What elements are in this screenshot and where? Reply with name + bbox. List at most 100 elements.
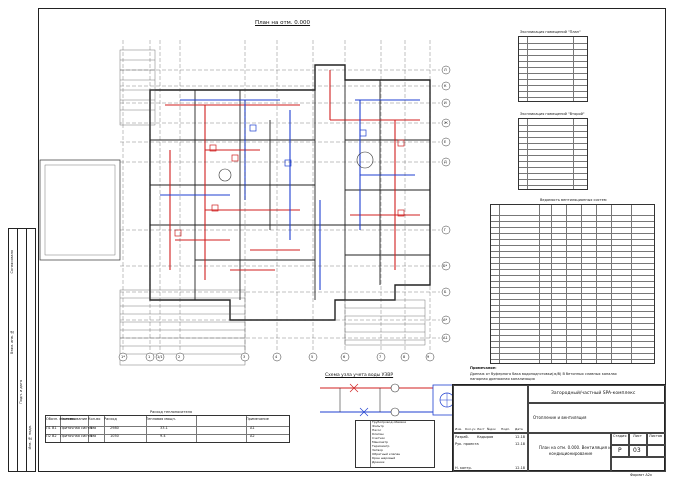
axis-label: Ж bbox=[444, 121, 448, 125]
axis-label: 2 bbox=[178, 355, 181, 359]
side-strip bbox=[8, 228, 36, 472]
stamp-col-label: Дата bbox=[515, 427, 523, 431]
stamp-role: Разраб. bbox=[455, 435, 469, 439]
stamp-section: Отопление и вентиляция bbox=[533, 415, 587, 420]
notes-line-1: Дренаж от буферного бака водоподготовки(… bbox=[470, 372, 617, 376]
bottom-table-cell: Приточная система bbox=[60, 434, 97, 438]
axis-label: 8 bbox=[403, 355, 406, 359]
pool-outline bbox=[39, 159, 121, 261]
axis-label: 4 bbox=[275, 355, 278, 359]
axis-label: А1 bbox=[443, 336, 448, 340]
bottom-table-cell: 1 bbox=[90, 426, 93, 430]
axis-label: Е bbox=[444, 140, 447, 144]
stamp-col-label: Лист bbox=[477, 427, 485, 431]
axis-label: К bbox=[444, 84, 447, 88]
axis-label: 6 bbox=[343, 355, 346, 359]
axis-label: 5 bbox=[311, 355, 314, 359]
meter-scheme bbox=[320, 383, 462, 417]
stamp-name: Кадыров bbox=[477, 435, 494, 439]
stamp-col-label: №док bbox=[487, 427, 496, 431]
stamp-stage-label: Стадия bbox=[613, 434, 627, 438]
legend-row: Кран шаровый bbox=[372, 456, 396, 460]
axis-label: 1 bbox=[148, 355, 151, 359]
axis-label: Д bbox=[444, 160, 447, 164]
axis-label: Б* bbox=[443, 264, 448, 268]
right-table-top bbox=[518, 36, 588, 102]
axis-label: Б bbox=[444, 290, 447, 294]
axis-label: 1* bbox=[121, 355, 125, 359]
legend-row: Счетчик bbox=[372, 436, 385, 440]
legend-row: Клапан bbox=[372, 432, 384, 436]
right-table-top-title: Экспликация помещений "План" bbox=[520, 30, 581, 34]
legend-table bbox=[355, 420, 435, 468]
bottom-table-header: Кол-во bbox=[88, 417, 101, 421]
axis-label: 9 bbox=[427, 355, 430, 359]
axis-grid bbox=[120, 40, 440, 352]
terrace-right bbox=[344, 299, 426, 346]
axis-label: Г bbox=[444, 228, 447, 232]
terrace-top bbox=[119, 49, 156, 126]
bottom-table-cell: Приточная система bbox=[60, 426, 97, 430]
bottom-table-header: Обозн. системы bbox=[46, 417, 76, 421]
stamp-sheets-label: Листов bbox=[649, 434, 663, 438]
legend-row: Трубопровод обвязки bbox=[372, 420, 407, 424]
sheet-format: Формат А2х bbox=[630, 473, 653, 477]
axis-label: А* bbox=[443, 318, 448, 322]
bottom-table-cell: 33.1 bbox=[160, 426, 168, 430]
stamp-date: 12.18 bbox=[515, 442, 526, 446]
legend-row: Затвор bbox=[372, 448, 384, 452]
stamp-sheet-title-1: План на отм. 0.000. Вентиляция и bbox=[539, 445, 611, 450]
bottom-table-cell: П2 В2 bbox=[46, 434, 57, 438]
right-table-mid-title: Экспликация помещений "Второй" bbox=[520, 112, 585, 116]
bottom-table-cell: 9.4 bbox=[160, 434, 166, 438]
axis-label: 7 bbox=[379, 355, 382, 359]
legend-row: Насос bbox=[372, 428, 382, 432]
legend-row: Дренаж bbox=[372, 460, 385, 464]
right-table-big-title: Ведомость вентиляционных систем bbox=[540, 198, 607, 202]
plan-title: План на отм. 0.000 bbox=[255, 20, 311, 26]
notes-line-2: напорная дренажная канализация bbox=[470, 377, 535, 381]
stamp-sheet-label: Лист bbox=[633, 434, 642, 438]
bottom-table bbox=[45, 415, 290, 443]
stamp-stage: Р bbox=[618, 447, 622, 454]
axis-label: 3 bbox=[243, 355, 246, 359]
stamp-sheet-number: 03 bbox=[633, 447, 641, 454]
stamp-sheet-title-2: кондиционирование bbox=[549, 451, 593, 456]
scheme-title: Схема узла учета воды УЗВР bbox=[325, 373, 394, 378]
legend-row: Термометр bbox=[372, 444, 390, 448]
bottom-table-cell: 1050 bbox=[110, 434, 119, 438]
axis-bubbles-right bbox=[441, 65, 451, 343]
bottom-table-header: Примечание bbox=[246, 417, 269, 421]
bottom-table-header: Расход bbox=[104, 417, 117, 421]
legend-row: Фильтр bbox=[372, 424, 384, 428]
right-table-big bbox=[490, 204, 655, 364]
bottom-table-header: Тепловая мощн. bbox=[146, 417, 176, 421]
axis-label: 1/1 bbox=[157, 355, 163, 359]
bottom-table-cell: А1 bbox=[250, 426, 255, 430]
axis-label: Л bbox=[444, 68, 447, 72]
exhaust-ducts bbox=[160, 99, 420, 290]
stamp-col-label: Подп. bbox=[501, 427, 511, 431]
title-block: Изм. Кол.уч Лист №док Подп. Дата Разраб.… bbox=[452, 384, 666, 472]
building-outline bbox=[149, 64, 431, 321]
bottom-table-cell: А2 bbox=[250, 434, 255, 438]
legend-row: Обратный клапан bbox=[372, 452, 401, 456]
axis-label: И bbox=[444, 101, 447, 105]
legend-row: Манометр bbox=[372, 440, 388, 444]
stamp-role: Рук. проекта bbox=[455, 442, 479, 446]
bottom-table-cell: 1 bbox=[90, 434, 93, 438]
stamp-project: Загородный/частный SPA-комплекс bbox=[551, 391, 636, 396]
bottom-table-title: Расход теплоносителя bbox=[150, 410, 192, 414]
stamp-col-label: Изм. bbox=[455, 427, 463, 431]
bottom-table-cell: 2980 bbox=[110, 426, 119, 430]
stamp-date: 12.18 bbox=[515, 466, 526, 470]
bottom-table-header: Наименование bbox=[60, 417, 88, 421]
bottom-table-cell: П1 В1 bbox=[46, 426, 57, 430]
axis-bubbles-bottom bbox=[118, 352, 435, 362]
stamp-col-label: Кол.уч bbox=[465, 427, 476, 431]
stamp-role: Н. контр. bbox=[455, 466, 472, 470]
stamp-date: 12.18 bbox=[515, 435, 526, 439]
drawing-frame bbox=[38, 8, 666, 472]
